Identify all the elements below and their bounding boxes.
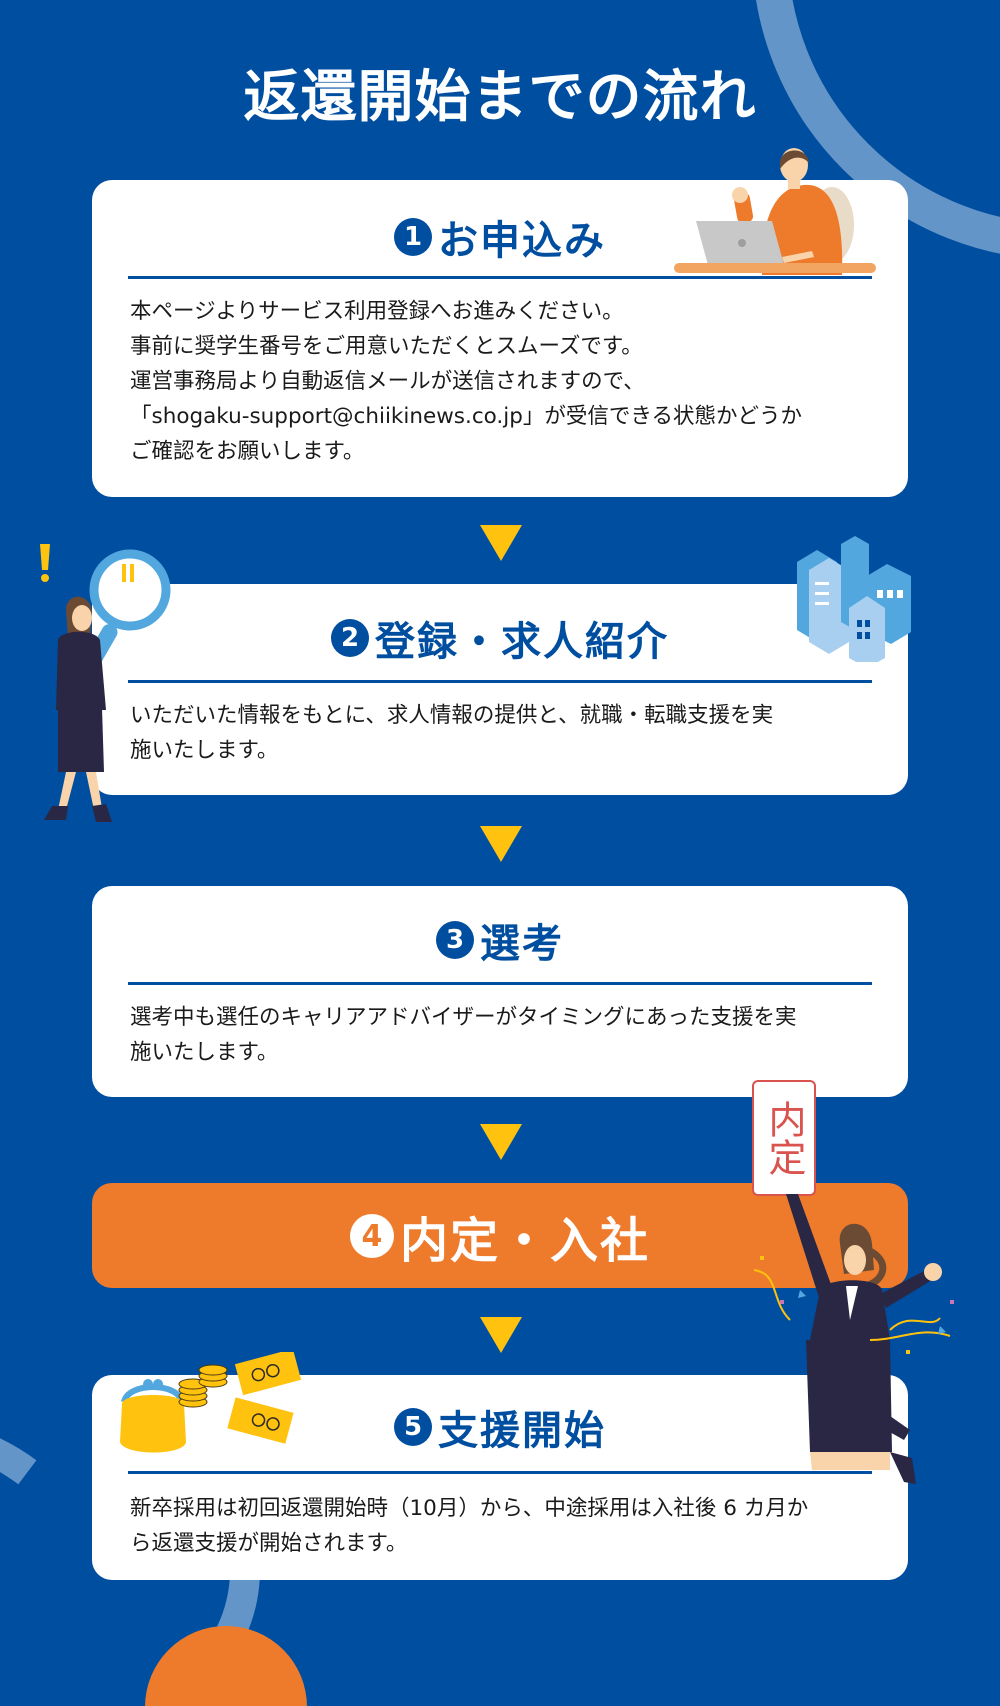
- buildings-icon: [797, 536, 911, 662]
- step-title: 支援開始: [438, 1408, 606, 1454]
- page-title: 返還開始までの流れ: [243, 65, 757, 130]
- description-line: 施いたします。: [130, 1040, 279, 1065]
- step-title: お申込み: [438, 218, 606, 264]
- woman-with-magnifier-icon: [40, 544, 171, 822]
- step-number-badge: 4: [349, 1214, 394, 1258]
- description-line: 事前に奨学生番号をご用意いただくとスムーズです。: [130, 334, 643, 359]
- description-line: 施いたします。: [130, 738, 279, 763]
- step-title: 内定・入社: [399, 1213, 650, 1269]
- step-number-badge: 3: [436, 921, 474, 959]
- heading-divider: [128, 1471, 872, 1474]
- step-description: いただいた情報をもとに、求人情報の提供と、就職・転職支援を実 施いたします。: [130, 698, 872, 768]
- purse-coins-bills-icon: [120, 1352, 302, 1453]
- description-line: 本ページよりサービス利用登録へお進みください。: [130, 299, 624, 324]
- description-line: 運営事務局より自動返信メールが送信されますので、: [130, 369, 645, 394]
- step-number-badge: 5: [394, 1408, 432, 1446]
- step-description: 本ページよりサービス利用登録へお進みください。 事前に奨学生番号をご用意いただく…: [130, 294, 872, 469]
- jumping-woman-with-sign-icon: [753, 1194, 954, 1484]
- description-line: ご確認をお願いします。: [130, 439, 365, 464]
- description-line: ら返還支援が開始されます。: [130, 1531, 408, 1556]
- step-heading: 2 登録・求人紹介: [92, 610, 908, 666]
- person-at-laptop-icon: [674, 148, 876, 275]
- step-number-badge: 2: [331, 619, 369, 657]
- flow-arrow-down: [480, 826, 522, 862]
- description-line: 新卒採用は初回返還開始時（10月）から、中途採用は入社後 6 カ月か: [130, 1496, 809, 1521]
- step-heading: 3 選考: [92, 912, 908, 968]
- step-card-3: 3 選考 選考中も選任のキャリアアドバイザーがタイミングにあった支援を実 施いた…: [92, 886, 908, 1097]
- sign-text: 内定: [762, 1100, 806, 1176]
- step-card-4: 4 内定・入社: [92, 1183, 908, 1288]
- step-heading: 1 お申込み: [92, 210, 908, 264]
- step-card-2: 2 登録・求人紹介 いただいた情報をもとに、求人情報の提供と、就職・転職支援を実…: [92, 584, 908, 795]
- step-heading: 4 内定・入社: [92, 1205, 908, 1269]
- naitei-sign: 内定: [752, 1080, 816, 1196]
- description-line: 選考中も選任のキャリアアドバイザーがタイミングにあった支援を実: [130, 1005, 797, 1030]
- step-description: 選考中も選任のキャリアアドバイザーがタイミングにあった支援を実 施いたします。: [130, 1000, 872, 1070]
- flow-arrow-down: [480, 525, 522, 561]
- step-description: 新卒採用は初回返還開始時（10月）から、中途採用は入社後 6 カ月か ら返還支援…: [130, 1491, 872, 1561]
- heading-divider: [128, 680, 872, 683]
- flow-arrow-down: [480, 1317, 522, 1353]
- heading-divider: [128, 982, 872, 985]
- description-line-email: 「shogaku-support@chiikinews.co.jp」が受信できる…: [130, 404, 802, 429]
- step-title: 登録・求人紹介: [375, 619, 669, 665]
- step-title: 選考: [480, 921, 564, 967]
- heading-divider: [128, 276, 872, 279]
- flow-arrow-down: [480, 1124, 522, 1160]
- step-number-badge: 1: [394, 218, 432, 256]
- description-line: いただいた情報をもとに、求人情報の提供と、就職・転職支援を実: [130, 703, 774, 728]
- step-heading: 5 支援開始: [92, 1399, 908, 1455]
- decorative-orange-circle: [145, 1626, 307, 1706]
